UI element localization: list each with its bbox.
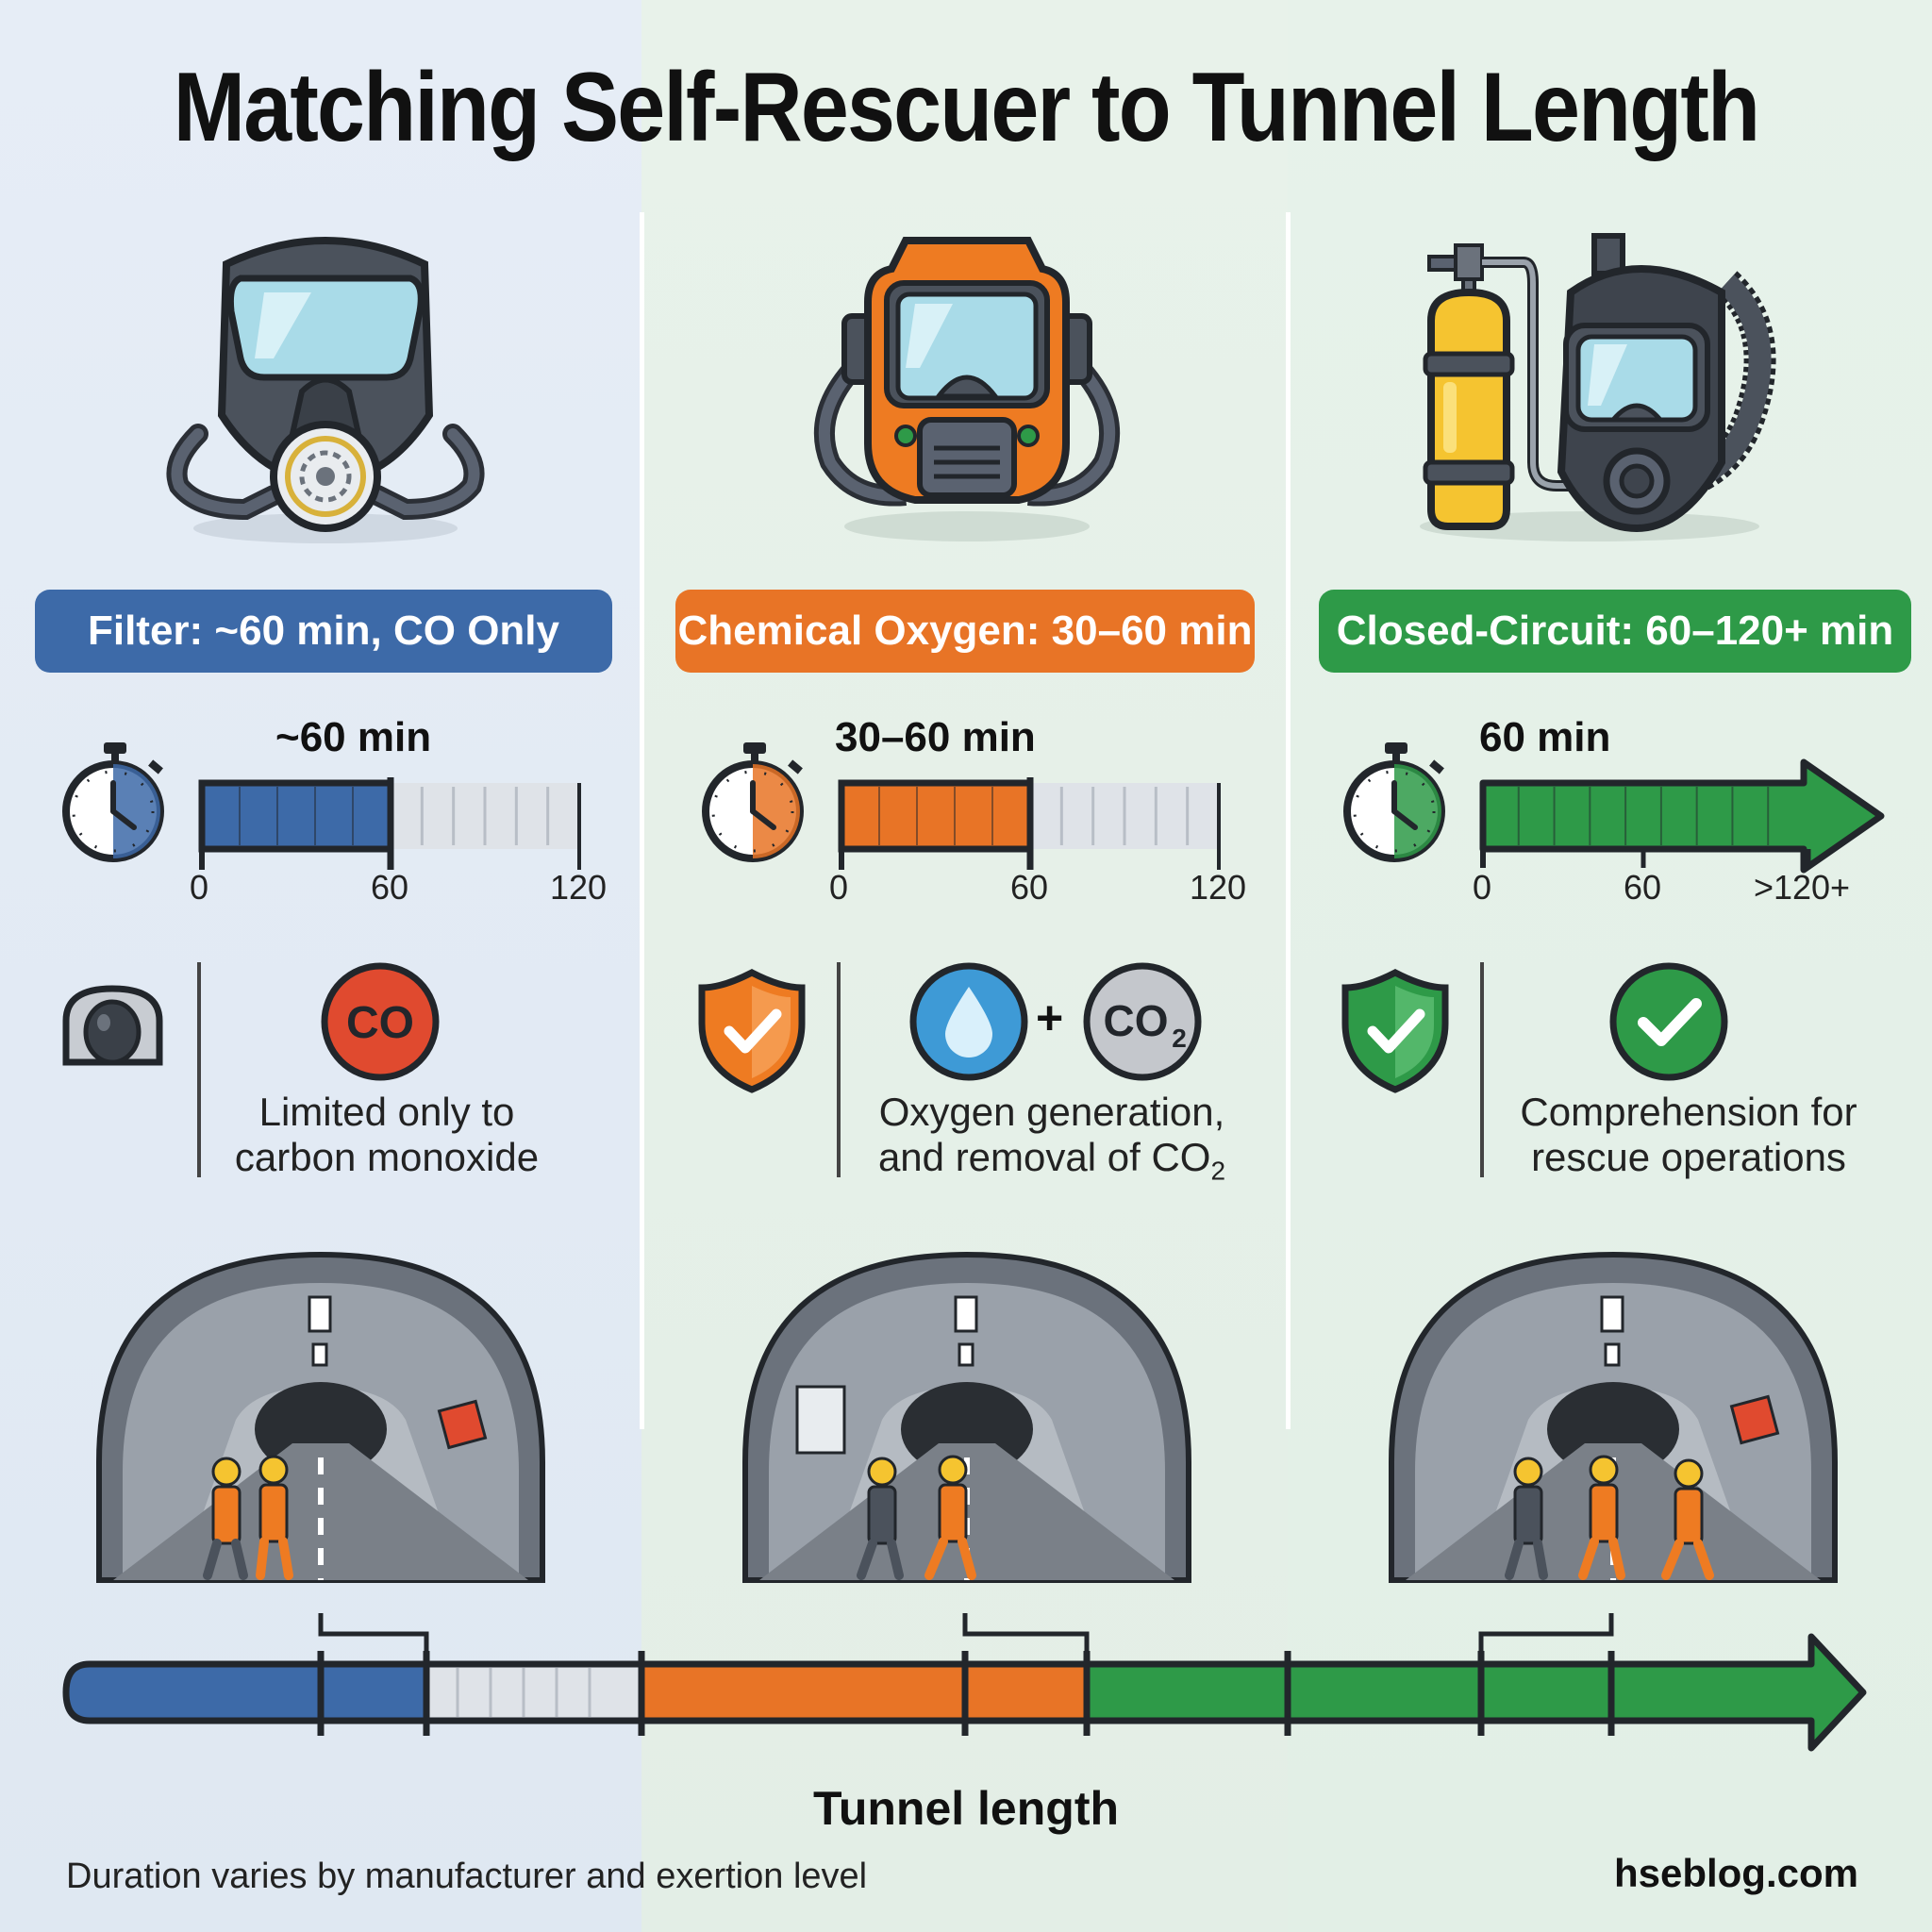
tick-label: >120+ bbox=[1753, 868, 1851, 907]
page-title: Matching Self-Rescuer to Tunnel Length bbox=[173, 53, 1760, 162]
description-line: Limited only to bbox=[258, 1090, 515, 1134]
footer-note: Duration varies by manufacturer and exer… bbox=[66, 1857, 868, 1896]
separator bbox=[1480, 962, 1484, 1177]
duration-label-closed-circuit: 60 min bbox=[1479, 714, 1611, 760]
duration-bar-closed-circuit bbox=[1479, 758, 1885, 874]
description-subscript: 2 bbox=[1210, 1156, 1226, 1186]
header-closed-circuit: Closed-Circuit: 60–120+ min bbox=[1319, 590, 1911, 673]
co2-badge-icon: CO 2 bbox=[1083, 962, 1202, 1081]
co-badge-icon: CO bbox=[321, 962, 440, 1081]
footer-brand: hseblog.com bbox=[1613, 1851, 1858, 1895]
description-line: rescue operations bbox=[1531, 1135, 1846, 1179]
tunnel-icon bbox=[742, 1251, 1191, 1583]
stopwatch-icon bbox=[62, 742, 164, 862]
header-filter: Filter: ~60 min, CO Only bbox=[35, 590, 612, 673]
tunnel-length-axis bbox=[62, 1613, 1867, 1752]
bar-fill bbox=[838, 779, 1034, 853]
tick-label: 60 bbox=[1009, 868, 1049, 907]
co2-badge-text: CO bbox=[1104, 996, 1169, 1045]
description-chemical: Oxygen generation, and removal of CO2 bbox=[830, 1090, 1274, 1193]
tick-label: 0 bbox=[1472, 868, 1492, 907]
duration-label-filter: ~60 min bbox=[275, 714, 432, 760]
axis-label: Tunnel length bbox=[812, 1782, 1120, 1835]
tunnel-icon bbox=[1389, 1251, 1838, 1583]
tick-label: 120 bbox=[549, 868, 608, 907]
separator bbox=[837, 962, 841, 1177]
separator bbox=[197, 962, 201, 1177]
tick-label: 60 bbox=[370, 868, 409, 907]
description-line: carbon monoxide bbox=[234, 1135, 540, 1179]
stopwatch-icon bbox=[702, 742, 804, 862]
tick-label: 0 bbox=[189, 868, 209, 907]
plus-sign: + bbox=[1036, 991, 1064, 1044]
description-line: Comprehension for bbox=[1520, 1090, 1857, 1134]
stopwatch-icon bbox=[1343, 742, 1445, 862]
description-line: and removal of CO2 bbox=[830, 1135, 1274, 1193]
half-mask-respirator-icon bbox=[166, 237, 485, 543]
shield-check-icon bbox=[1341, 969, 1449, 1093]
oxygen-cylinder-rebreather-icon bbox=[1420, 233, 1776, 541]
tunnel-icon bbox=[96, 1251, 545, 1583]
duration-bar-chemical bbox=[838, 777, 1221, 870]
description-filter: Limited only to carbon monoxide bbox=[189, 1090, 585, 1180]
description-line: Oxygen generation, bbox=[878, 1090, 1225, 1134]
orange-self-rescuer-icon bbox=[813, 237, 1121, 541]
duration-bar-filter bbox=[198, 777, 581, 870]
duration-label-chemical: 30–60 min bbox=[835, 714, 1036, 760]
bar-fill bbox=[198, 779, 394, 853]
tick-label: 120 bbox=[1189, 868, 1247, 907]
tick-label: 60 bbox=[1623, 868, 1662, 907]
column-divider bbox=[1286, 212, 1291, 1429]
description-text: and removal of CO bbox=[877, 1135, 1211, 1179]
co2-badge-subscript: 2 bbox=[1172, 1024, 1187, 1053]
filter-canister-icon bbox=[62, 985, 163, 1066]
tick-label: 0 bbox=[828, 868, 849, 907]
check-circle-icon bbox=[1609, 962, 1728, 1081]
shield-check-icon bbox=[698, 969, 806, 1093]
description-closed-circuit: Comprehension for rescue operations bbox=[1476, 1090, 1901, 1180]
bar-fill bbox=[1479, 758, 1885, 874]
column-divider bbox=[640, 212, 644, 1429]
water-drop-icon bbox=[909, 962, 1028, 1081]
header-chemical-oxygen: Chemical Oxygen: 30–60 min bbox=[675, 590, 1255, 673]
co-badge-text: CO bbox=[346, 998, 414, 1048]
